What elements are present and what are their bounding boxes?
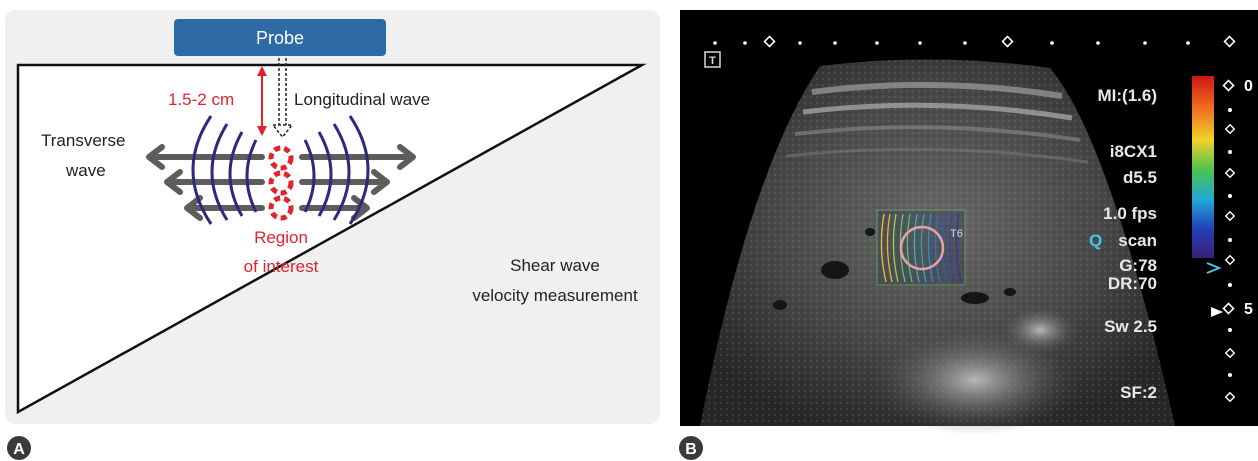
fps-readout: 1.0 fps xyxy=(1103,204,1157,223)
qscan-q-glyph: Q xyxy=(1089,231,1102,250)
bright-structure-2 xyxy=(1000,305,1080,355)
scale-mid-label: 5 xyxy=(1244,301,1253,318)
depth-readout: d5.5 xyxy=(1123,168,1157,187)
sw-readout: Sw 2.5 xyxy=(1104,317,1157,336)
panel-b-letter: B xyxy=(685,441,697,458)
roi-tag: T6 xyxy=(950,228,963,240)
gain-readout: G:78 xyxy=(1119,256,1157,275)
trapezoid-icon-letter: T xyxy=(709,55,716,67)
mi-readout: MI:(1.6) xyxy=(1098,86,1158,105)
sf-readout: SF:2 xyxy=(1120,383,1157,402)
qscan-readout: scan xyxy=(1118,231,1157,250)
dr-readout: DR:70 xyxy=(1108,274,1157,293)
elasticity-color-scale xyxy=(1192,76,1214,258)
elastography-roi-box xyxy=(877,210,965,285)
probe-readout: i8CX1 xyxy=(1110,142,1157,161)
scale-top-label: 0 xyxy=(1244,78,1253,95)
